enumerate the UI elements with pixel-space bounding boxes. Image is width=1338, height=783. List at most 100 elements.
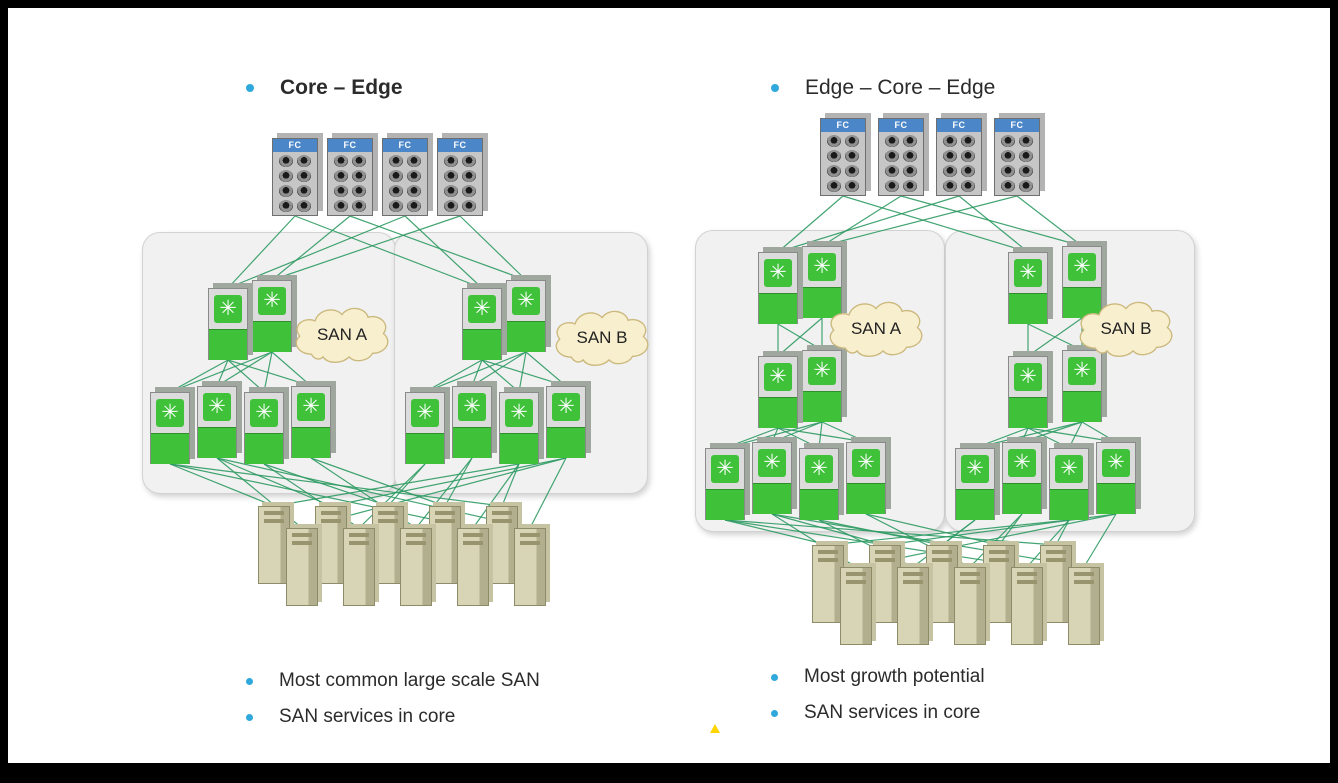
switch-star-icon: ✳ [1055, 455, 1083, 483]
disk-icon [903, 179, 917, 192]
switch-base [1063, 287, 1101, 318]
disk-icon [297, 184, 311, 197]
switch-base [292, 427, 330, 458]
switch-star-icon: ✳ [808, 357, 836, 385]
disk-icon [352, 170, 366, 183]
core-switch: ✳ [1062, 350, 1102, 422]
drive-slot [960, 572, 980, 576]
drive-slot [321, 519, 341, 523]
right-san-a-cloud: SAN A [822, 296, 930, 362]
disk-icon [1001, 135, 1015, 148]
fc-storage-array: FC [820, 118, 866, 196]
fc-storage-array: FC [382, 138, 428, 216]
storage-fc-label: FC [438, 139, 482, 152]
drive-slot [903, 572, 923, 576]
drive-slot [349, 533, 369, 537]
left-note-1: Most common large scale SAN [246, 670, 540, 692]
switch-front: ✳ [803, 351, 841, 391]
disk-icon [462, 170, 476, 183]
disk-bay [821, 132, 865, 195]
switch-base [753, 483, 791, 514]
drive-slot [989, 550, 1009, 554]
disk-icon [903, 150, 917, 163]
switch-star-icon: ✳ [156, 399, 184, 427]
disk-icon [827, 150, 841, 163]
drive-slot [989, 558, 1009, 562]
drive-slot [492, 519, 512, 523]
switch-star-icon: ✳ [961, 455, 989, 483]
storage-fc-label: FC [995, 119, 1039, 132]
switch-front: ✳ [847, 443, 885, 483]
note-text: Most common large scale SAN [279, 670, 540, 691]
disk-icon [845, 179, 859, 192]
disk-icon [1019, 150, 1033, 163]
disk-icon [297, 199, 311, 212]
switch-front: ✳ [1097, 443, 1135, 483]
switch-front: ✳ [1009, 357, 1047, 397]
disk-icon [845, 150, 859, 163]
switch-star-icon: ✳ [458, 393, 486, 421]
bullet-icon [771, 84, 779, 92]
disk-icon [961, 179, 975, 192]
fc-storage-array: FC [936, 118, 982, 196]
switch-star-icon: ✳ [203, 393, 231, 421]
left-note-2: SAN services in core [246, 706, 455, 728]
switch-base [507, 321, 545, 352]
drive-slot [349, 541, 369, 545]
switch-front: ✳ [759, 253, 797, 293]
bullet-icon [246, 677, 253, 685]
drive-slot [264, 519, 284, 523]
switch-front: ✳ [1063, 351, 1101, 391]
switch-base [1003, 483, 1041, 514]
switch-front: ✳ [245, 393, 283, 433]
core-switch: ✳ [462, 288, 502, 360]
edge-switch: ✳ [244, 392, 284, 464]
drive-slot [463, 533, 483, 537]
storage-fc-label: FC [328, 139, 372, 152]
switch-front: ✳ [453, 387, 491, 427]
storage-fc-label: FC [383, 139, 427, 152]
drive-slot [1017, 572, 1037, 576]
drive-slot [1046, 550, 1066, 554]
drive-slot [435, 519, 455, 523]
left-san-a-cloud: SAN A [288, 302, 396, 368]
switch-front: ✳ [406, 393, 444, 433]
edge-switch: ✳ [1062, 246, 1102, 318]
core-switch: ✳ [208, 288, 248, 360]
disk-icon [389, 184, 403, 197]
edge-switch: ✳ [1096, 442, 1136, 514]
disk-icon [462, 155, 476, 168]
drive-slot [846, 580, 866, 584]
edge-switch: ✳ [1008, 252, 1048, 324]
switch-front: ✳ [209, 289, 247, 329]
san-b-label: SAN B [1100, 319, 1152, 338]
drive-slot [435, 511, 455, 515]
edge-switch: ✳ [752, 442, 792, 514]
frame-border-left [0, 0, 8, 783]
edge-switch: ✳ [1002, 442, 1042, 514]
edge-switch: ✳ [705, 448, 745, 520]
switch-star-icon: ✳ [552, 393, 580, 421]
switch-star-icon: ✳ [411, 399, 439, 427]
disk-icon [462, 199, 476, 212]
switch-base [847, 483, 885, 514]
fc-storage-array: FC [437, 138, 483, 216]
switch-front: ✳ [803, 247, 841, 287]
disk-icon [279, 199, 293, 212]
core-switch: ✳ [1008, 356, 1048, 428]
core-switch: ✳ [506, 280, 546, 352]
server-tower [1011, 567, 1043, 645]
switch-base [245, 433, 283, 464]
drive-slot [846, 572, 866, 576]
fc-storage-array: FC [327, 138, 373, 216]
switch-star-icon: ✳ [258, 287, 286, 315]
disk-icon [943, 150, 957, 163]
edge-switch: ✳ [291, 386, 331, 458]
disk-icon [407, 155, 421, 168]
frame-border-bottom [0, 763, 1338, 783]
switch-front: ✳ [759, 357, 797, 397]
disk-icon [885, 135, 899, 148]
switch-star-icon: ✳ [1014, 259, 1042, 287]
right-note-1: Most growth potential [771, 666, 985, 688]
disk-bay [273, 152, 317, 215]
